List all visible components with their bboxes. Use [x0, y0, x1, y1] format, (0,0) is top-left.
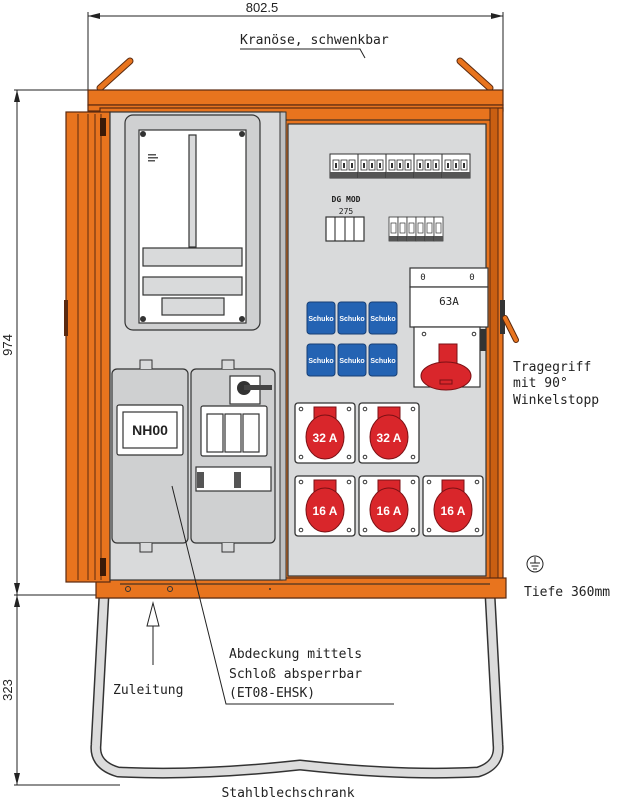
- handle-label-line1: Tragegriff: [513, 360, 591, 375]
- surge-protector: DG MOD 275: [325, 195, 365, 242]
- mcb-block[interactable]: [357, 153, 387, 179]
- cover-label-line3: (ET08-EHSK): [229, 686, 315, 701]
- supply-label: Zuleitung: [113, 683, 183, 698]
- cee-rating-label: 32 A: [313, 431, 338, 445]
- cee-16a-socket[interactable]: 16 A: [358, 475, 420, 537]
- cee-16a-socket[interactable]: 16 A: [422, 475, 484, 537]
- mcb-small[interactable]: [397, 216, 408, 242]
- surge-protector-rating: 275: [339, 207, 354, 216]
- cee-rating-label: 16 A: [313, 504, 338, 518]
- rcd-group: [388, 216, 444, 242]
- height-dimension: 974 323: [0, 89, 120, 786]
- cee-63a-socket[interactable]: [420, 361, 472, 391]
- crane-eye-label: Kranöse, schwenkbar: [240, 33, 389, 48]
- cee-rating-label: 16 A: [441, 504, 466, 518]
- schuko-socket[interactable]: Schuko: [306, 301, 336, 335]
- cee-sockets: 32 A 32 A 16 A 16 A 16 A: [294, 402, 484, 537]
- meter-panel: [124, 114, 261, 331]
- depth-label: Tiefe 360mm: [524, 585, 610, 600]
- cee-16a-socket[interactable]: 16 A: [294, 475, 356, 537]
- schuko-label: Schuko: [308, 316, 333, 323]
- mcb-small[interactable]: [415, 216, 426, 242]
- mcb-block[interactable]: [413, 153, 443, 179]
- handle-label-line3: Winkelstopp: [513, 393, 599, 408]
- cee-32a-socket[interactable]: 32 A: [358, 402, 420, 464]
- left-door[interactable]: [64, 111, 111, 583]
- main-switch-lever[interactable]: [244, 385, 272, 390]
- schuko-socket[interactable]: Schuko: [337, 343, 367, 377]
- crane-eye-annotation: Kranöse, schwenkbar: [240, 33, 389, 59]
- mcb-block[interactable]: [441, 153, 471, 179]
- handle-annotation: Tragegriff mit 90° Winkelstopp: [513, 360, 599, 408]
- switch-module: [190, 359, 276, 553]
- handle-label-line2: mit 90°: [513, 376, 568, 391]
- surge-protector-label: DG MOD: [332, 195, 361, 204]
- switch-position-left: 0: [420, 273, 425, 283]
- width-value: 802.5: [246, 0, 279, 15]
- fuse-module: NH00: [111, 359, 189, 553]
- cee-rating-label: 32 A: [377, 431, 402, 445]
- schuko-label: Schuko: [339, 316, 364, 323]
- switch-position-right: 0: [469, 273, 474, 283]
- schuko-socket[interactable]: Schuko: [337, 301, 367, 335]
- carry-handle[interactable]: [500, 300, 519, 343]
- width-dimension: 802.5: [87, 0, 504, 90]
- mcb-row: [329, 153, 471, 179]
- mcb-block[interactable]: [329, 153, 359, 179]
- cover-label-line2: Schloß absperrbar: [229, 667, 362, 682]
- schuko-socket[interactable]: Schuko: [306, 343, 336, 377]
- mcb-block[interactable]: [385, 153, 415, 179]
- cover-annotation: Abdeckung mittels Schloß absperrbar (ET0…: [171, 485, 394, 705]
- schuko-socket[interactable]: Schuko: [368, 301, 398, 335]
- stand-height-value: 323: [0, 679, 15, 701]
- crane-eye-left: [96, 57, 134, 92]
- drawing-title: Stahlblechschrank: [221, 786, 354, 800]
- mcb-small[interactable]: [388, 216, 399, 242]
- cover-label-line1: Abdeckung mittels: [229, 647, 362, 662]
- schuko-socket[interactable]: Schuko: [368, 343, 398, 377]
- fuse-base-label: NH00: [132, 422, 168, 438]
- mcb-small[interactable]: [424, 216, 435, 242]
- schuko-label: Schuko: [370, 358, 395, 365]
- ground-symbol-icon: [526, 555, 544, 573]
- cabinet-height-value: 974: [0, 334, 15, 356]
- cee-32a-socket[interactable]: 32 A: [294, 402, 356, 464]
- schuko-label: Schuko: [339, 358, 364, 365]
- door-handle[interactable]: [64, 300, 68, 336]
- cee-rating-label: 16 A: [377, 504, 402, 518]
- cee-63a-label: 63A: [439, 295, 459, 308]
- mcb-small[interactable]: [406, 216, 417, 242]
- supply-annotation: Zuleitung: [113, 601, 183, 698]
- schuko-label: Schuko: [370, 316, 395, 323]
- schuko-label: Schuko: [308, 358, 333, 365]
- crane-eye-right: [456, 57, 494, 92]
- cee-63a-unit: 0 0 63A: [409, 267, 489, 391]
- mcb-small[interactable]: [433, 216, 444, 242]
- stand-frame: [90, 594, 504, 779]
